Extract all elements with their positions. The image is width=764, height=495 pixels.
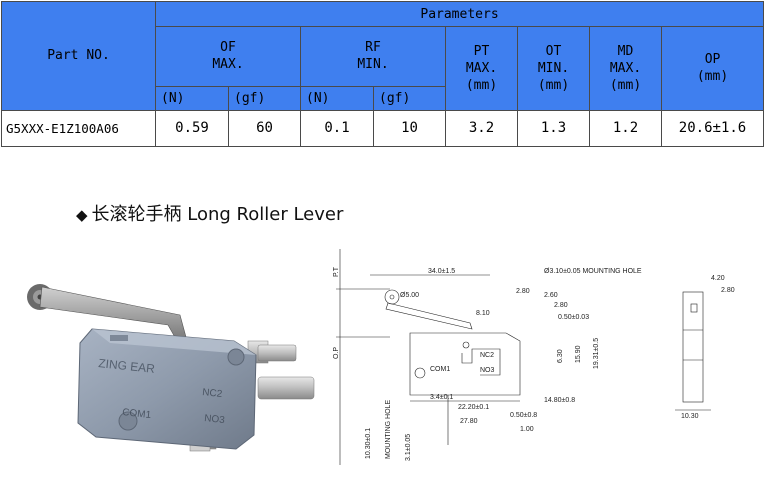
- dim-1480: 14.80±0.8: [544, 397, 575, 404]
- dim-420: 4.20: [711, 275, 725, 282]
- dim-2220: 22.20±0.1: [458, 404, 489, 411]
- drawing-com-label: COM1: [430, 366, 450, 373]
- section-title-text: 长滚轮手柄 Long Roller Lever: [91, 204, 344, 225]
- photo-com-label: COM1: [122, 407, 152, 421]
- dim-1590: 15.90: [575, 345, 582, 363]
- of-n-unit: (N): [155, 85, 229, 111]
- op-header: OP(mm): [660, 26, 764, 111]
- dim-1931: 19.31±0.5: [593, 338, 600, 369]
- drawing-nc-label: NC2: [480, 352, 494, 359]
- part-no-header: Part NO.: [1, 1, 156, 111]
- dim-260: 2.60: [544, 292, 558, 299]
- dim-100: 1.00: [520, 426, 534, 433]
- dim-810: 8.10: [476, 310, 490, 317]
- dim-280c: 2.80: [721, 287, 735, 294]
- dim-34: 34.0±1.5: [428, 268, 455, 275]
- dim-34b: 3.4±0.1: [430, 394, 453, 401]
- dim-mounting-v: MOUNTING HOLE: [385, 400, 392, 459]
- of-gf-unit: (gf): [228, 85, 301, 111]
- dim-phi5: Ø5.00: [400, 292, 419, 299]
- dim-3122: 3.1±0.05: [405, 434, 412, 461]
- dim-mount: Ø3.10±0.05 MOUNTING HOLE: [544, 268, 642, 275]
- pt-cell: 3.2: [445, 109, 518, 148]
- side-view-drawing: 4.20 2.80 10.30: [675, 275, 735, 420]
- table-row: G5XXX-E1Z100A06 0.59 60 0.1 10 3.2 1.3 1…: [1, 109, 764, 148]
- dim-280b: 2.80: [554, 302, 568, 309]
- of-gf-cell: 60: [228, 109, 301, 148]
- dim-280a: 2.80: [516, 288, 530, 295]
- section-title: ◆长滚轮手柄 Long Roller Lever: [76, 200, 343, 226]
- dim-630: 6.30: [557, 349, 564, 363]
- ot-cell: 1.3: [517, 109, 590, 148]
- switch-photo: ZING EAR COM1 NC2 NO3: [27, 284, 315, 452]
- photo-no-label: NO3: [204, 413, 226, 426]
- dim-2780: 27.80: [460, 418, 478, 425]
- rf-gf-unit: (gf): [373, 85, 446, 111]
- photo-nc-label: NC2: [202, 387, 223, 400]
- pt-label: P.T: [333, 266, 340, 277]
- of-n-cell: 0.59: [155, 109, 229, 148]
- drawing-no-label: NO3: [480, 367, 495, 374]
- diamond-bullet-icon: ◆: [76, 206, 88, 224]
- md-cell: 1.2: [589, 109, 662, 148]
- parameters-header: Parameters: [154, 0, 764, 28]
- rf-gf-cell: 10: [373, 109, 446, 148]
- dim-1030v: 10.30±0.1: [365, 428, 372, 459]
- dim-1030: 10.30: [681, 413, 699, 420]
- brand-text: ZING EAR: [98, 356, 156, 376]
- op-cell: 20.6±1.6: [660, 109, 764, 148]
- rf-n-unit: (N): [300, 85, 374, 111]
- dim-050a: 0.50±0.03: [558, 314, 589, 321]
- technical-drawing: P.T O.P 34.0±1.5 2.80 Ø3.10±0.05 MOUNTIN…: [333, 249, 642, 465]
- dim-050b: 0.50±0.8: [510, 412, 537, 419]
- rf-n-cell: 0.1: [300, 109, 374, 148]
- op-label: O.P: [333, 347, 340, 359]
- part-number-cell: G5XXX-E1Z100A06: [1, 109, 156, 148]
